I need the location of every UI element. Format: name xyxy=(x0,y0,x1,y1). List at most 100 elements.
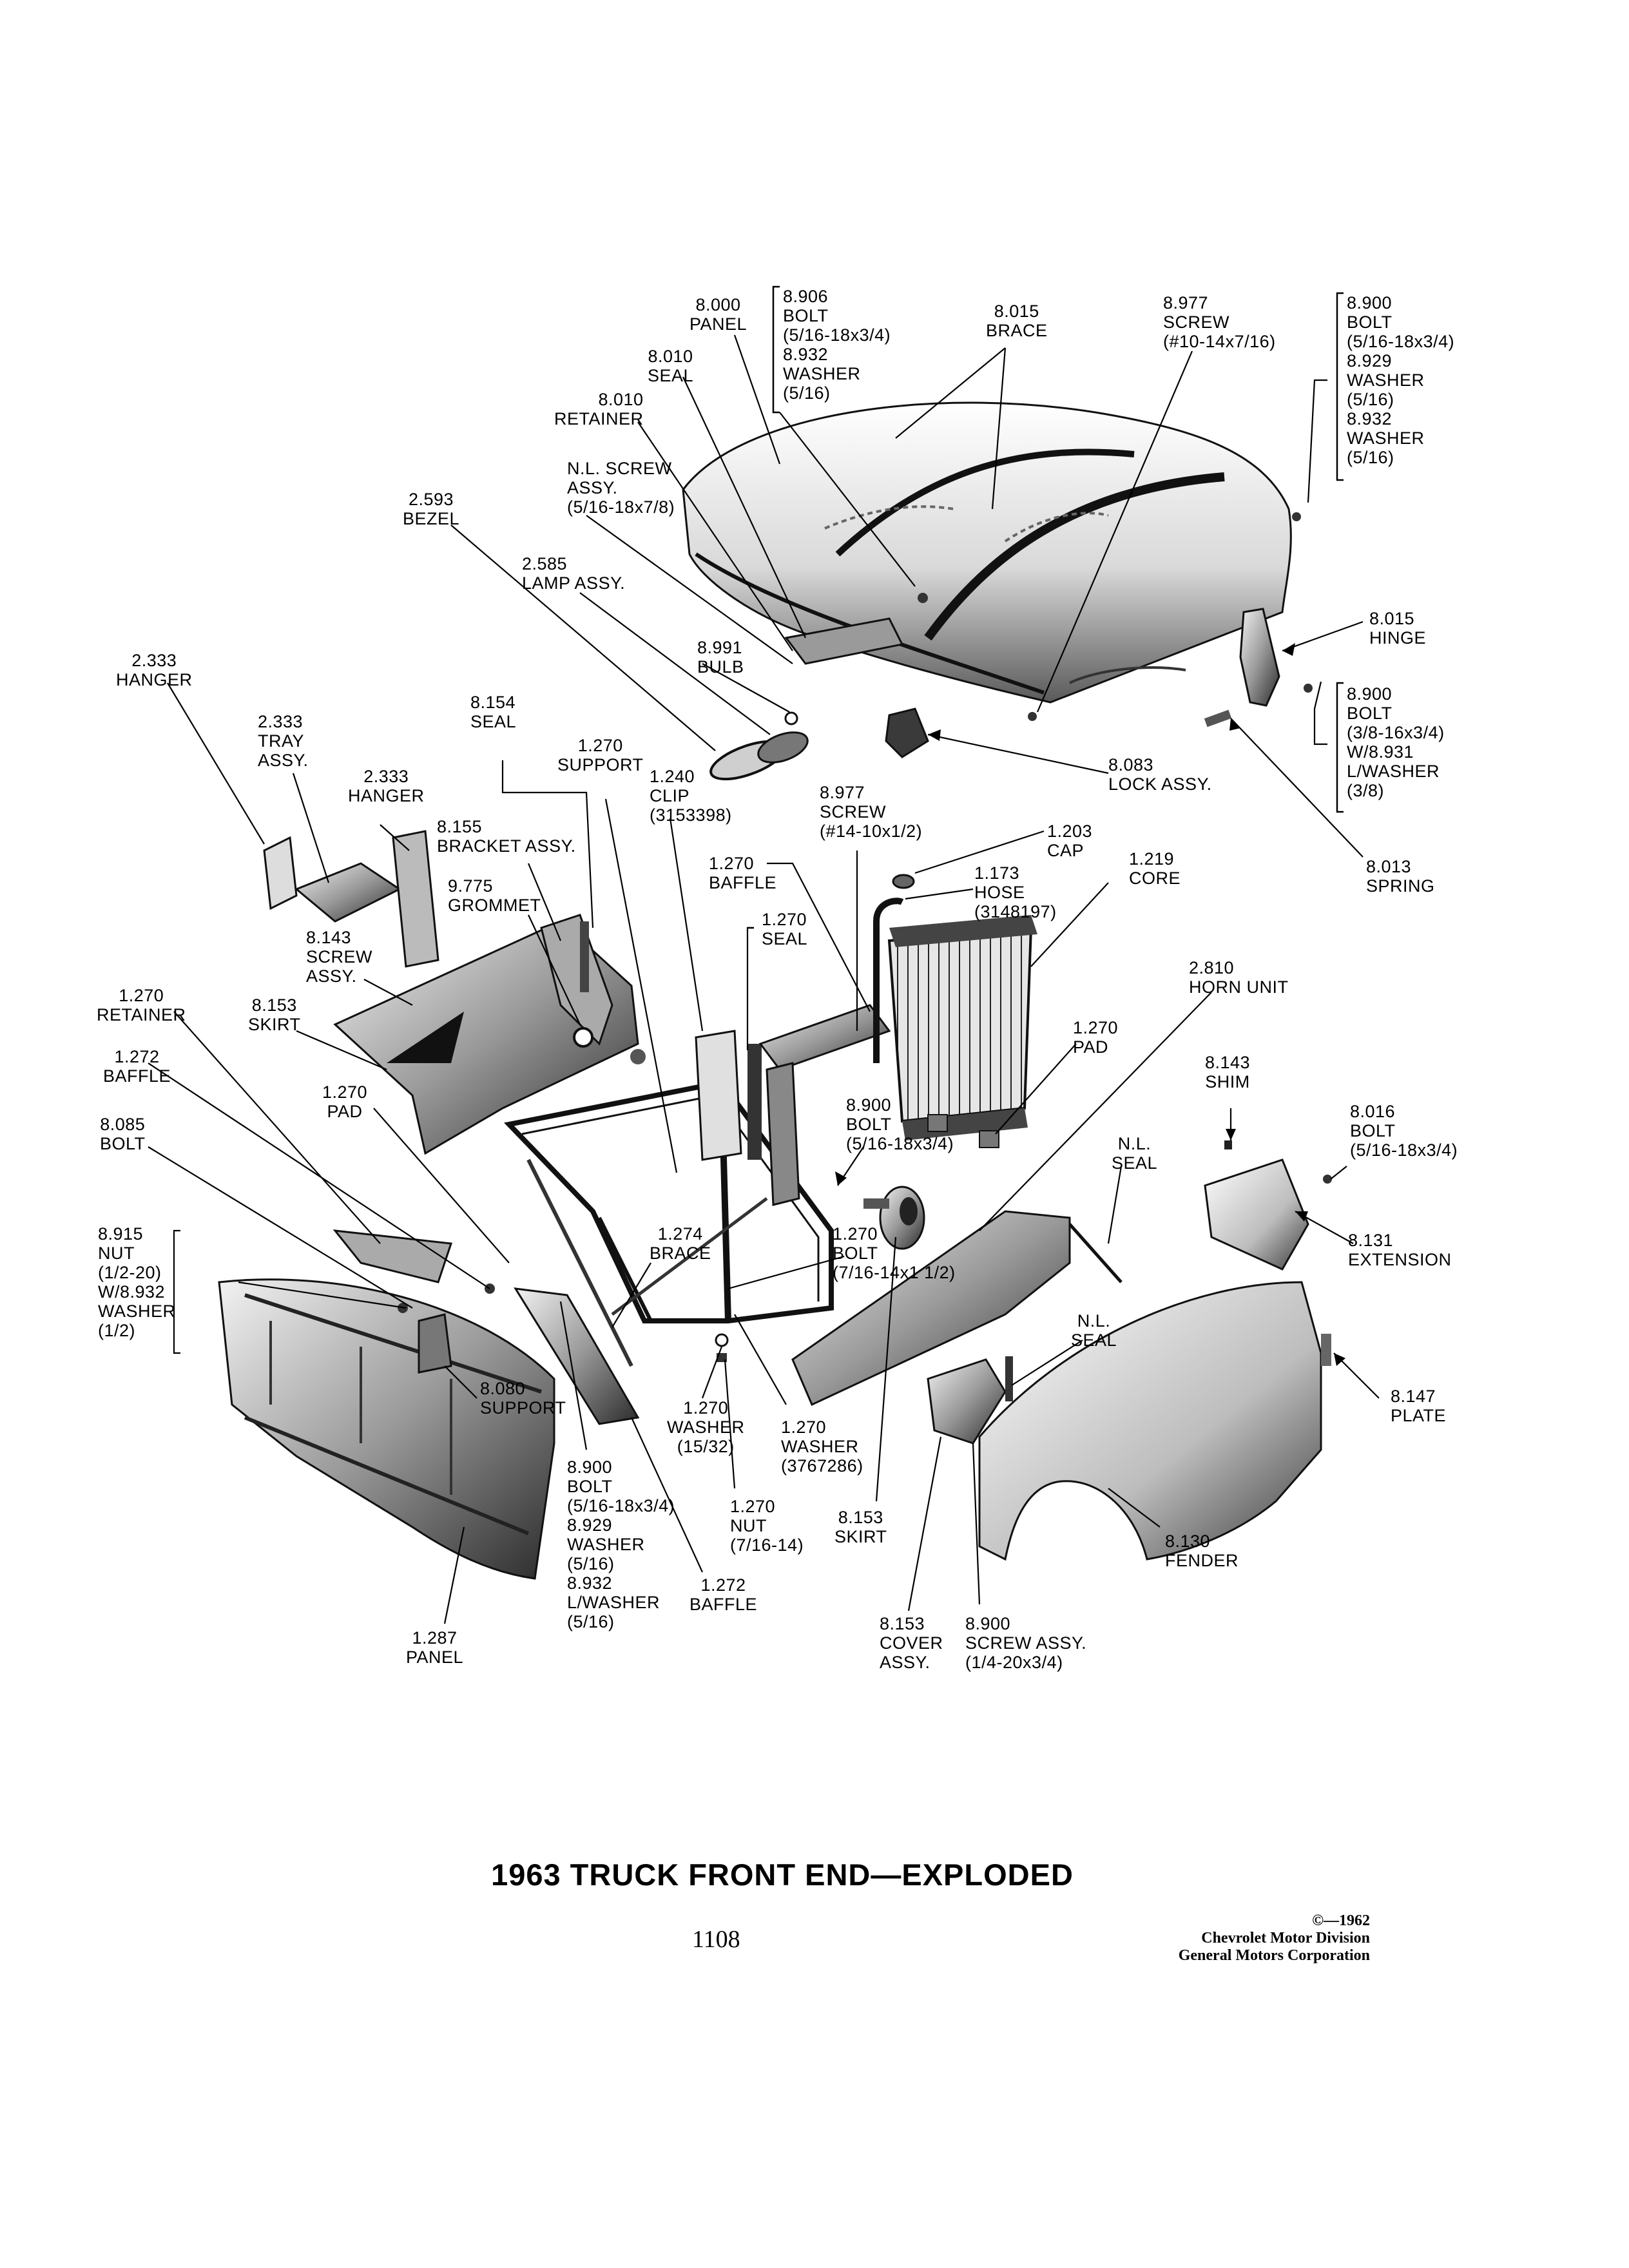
hood-spring xyxy=(1204,709,1232,727)
callout-8906-bolt: 8.906 BOLT (5/16-18x3/4) 8.932 WASHER (5… xyxy=(783,287,891,403)
leader-arrowheads xyxy=(835,643,1345,1366)
callout-2333-tray-assy: 2.333 TRAY ASSY. xyxy=(258,712,309,770)
callout-nl-seal-upper: N.L. SEAL xyxy=(1112,1134,1158,1173)
callout-1270-pad-left: 1.270 PAD xyxy=(322,1082,368,1121)
callout-8147-plate: 8.147 PLATE xyxy=(1391,1387,1447,1425)
right-skirt-seal xyxy=(1068,1223,1123,1283)
vertical-baffle xyxy=(766,1062,800,1206)
parking-lamp-assembly xyxy=(757,731,809,764)
baffle-seal xyxy=(747,1044,762,1160)
callout-8155-bracket-assy: 8.155 BRACKET ASSY. xyxy=(437,817,576,856)
fender-extension xyxy=(1204,1158,1309,1271)
callout-1270-retainer: 1.270 RETAINER xyxy=(97,986,186,1024)
callout-nl-seal-lower: N.L. SEAL xyxy=(1071,1311,1117,1350)
radiator-hose xyxy=(873,898,904,1063)
tray-hanger-right xyxy=(392,830,439,968)
callout-2333-hanger-left: 2.333 HANGER xyxy=(116,651,193,689)
callout-8085-bolt: 8.085 BOLT xyxy=(100,1115,146,1153)
callout-8083-lock-assy: 8.083 LOCK ASSY. xyxy=(1108,755,1212,794)
radiator-core xyxy=(887,915,1037,1140)
callout-1272-baffle-lower: 1.272 BAFFLE xyxy=(689,1575,758,1614)
leader-lines xyxy=(148,334,1380,1624)
callout-1270-support: 1.270 SUPPORT xyxy=(557,736,644,774)
callout-2585-lamp-assy: 2.585 LAMP ASSY. xyxy=(522,554,626,593)
copyright-line-2: Chevrolet Motor Division xyxy=(1201,1930,1370,1946)
support-brace xyxy=(526,1158,633,1367)
callout-8900-bolt-panel: 8.900 BOLT (5/16-18x3/4) 8.929 WASHER (5… xyxy=(567,1457,675,1631)
fender xyxy=(978,1281,1322,1561)
callout-2333-hanger-right: 2.333 HANGER xyxy=(348,767,425,805)
horn-unit xyxy=(863,1186,925,1250)
callout-8900-bolt-hinge: 8.900 BOLT (3/8-16x3/4) W/8.931 L/WASHER… xyxy=(1347,684,1445,800)
callout-8915-nut: 8.915 NUT (1/2-20) W/8.932 WASHER (1/2) xyxy=(98,1224,176,1340)
callout-8016-bolt: 8.016 BOLT (5/16-18x3/4) xyxy=(1350,1102,1458,1160)
extension-bolt xyxy=(1323,1175,1332,1184)
callout-nl-screw-assy: N.L. SCREW ASSY. (5/16-18x7/8) xyxy=(567,459,675,517)
callout-8153-skirt-left: 8.153 SKIRT xyxy=(248,995,301,1034)
front-panel-grille xyxy=(218,1278,555,1580)
callout-1173-hose: 1.173 HOSE (3148197) xyxy=(974,863,1057,921)
callout-8991-bulb: 8.991 BULB xyxy=(697,638,744,677)
callout-1270-washer-large: 1.270 WASHER (3767286) xyxy=(781,1418,863,1475)
grille-baffle-right xyxy=(514,1287,640,1425)
callout-1270-bolt: 1.270 BOLT (7/16-14x1 1/2) xyxy=(833,1224,956,1282)
callout-brackets xyxy=(747,285,1344,929)
hood-bumper xyxy=(1292,512,1301,521)
callout-1287-panel: 1.287 PANEL xyxy=(406,1628,464,1667)
callout-8900-bolt-horn: 8.900 BOLT (5/16-18x3/4) xyxy=(846,1095,954,1153)
callout-9775-grommet: 9.775 GROMMET xyxy=(448,876,541,915)
callout-1240-clip: 1.240 CLIP (3153398) xyxy=(650,767,732,825)
extension-shim xyxy=(1224,1140,1232,1149)
callout-1274-brace: 1.274 BRACE xyxy=(650,1224,711,1263)
page-number: 1108 xyxy=(692,1926,740,1953)
callout-2593-bezel: 2.593 BEZEL xyxy=(403,490,460,528)
skirt-opening xyxy=(387,1012,464,1063)
hood-panel xyxy=(682,401,1292,704)
callout-8153-skirt-right: 8.153 SKIRT xyxy=(834,1508,887,1546)
callout-1272-baffle: 1.272 BAFFLE xyxy=(103,1047,171,1086)
cover-assembly xyxy=(927,1358,1007,1445)
tray-hanger-left xyxy=(263,836,298,910)
support-brace-cross xyxy=(611,1197,768,1316)
panel-support xyxy=(418,1313,452,1374)
callout-8015-brace: 8.015 BRACE xyxy=(986,302,1048,340)
frame-washer xyxy=(715,1333,729,1347)
callout-8977-screw: 8.977 SCREW (#10-14x7/16) xyxy=(1163,293,1276,351)
callout-8010-retainer: 8.010 RETAINER xyxy=(554,390,644,428)
right-skirt xyxy=(791,1210,1071,1407)
callout-8143-screw-assy: 8.143 SCREW ASSY. xyxy=(306,928,372,986)
left-bracket-assembly xyxy=(540,914,613,1046)
callout-1270-pad-right: 1.270 PAD xyxy=(1073,1018,1119,1057)
callout-8130-fender: 8.130 FENDER xyxy=(1165,1532,1239,1570)
support-clip xyxy=(630,1049,646,1064)
callout-8977-screw-small: 8.977 SCREW (#14-10x1/2) xyxy=(820,783,923,841)
callout-1270-nut: 1.270 NUT (7/16-14) xyxy=(730,1497,804,1555)
cover-seal xyxy=(1005,1356,1013,1401)
callout-8015-hinge: 8.015 HINGE xyxy=(1369,609,1427,648)
callout-8000-panel: 8.000 PANEL xyxy=(689,295,747,334)
radiator-pad-left xyxy=(927,1114,948,1132)
callout-1270-baffle: 1.270 BAFFLE xyxy=(709,854,777,892)
callout-8010-seal: 8.010 SEAL xyxy=(648,347,694,385)
side-baffle xyxy=(758,1004,891,1071)
callout-8080-support: 8.080 SUPPORT xyxy=(480,1379,566,1418)
callout-1270-washer-small: 1.270 WASHER (15/32) xyxy=(667,1398,745,1456)
callout-8143-shim: 8.143 SHIM xyxy=(1205,1053,1251,1091)
hood-screw xyxy=(1028,712,1037,721)
grille-baffle-top xyxy=(333,1229,453,1283)
callout-8154-seal: 8.154 SEAL xyxy=(470,693,517,731)
callout-8153-cover-assy: 8.153 COVER ASSY. xyxy=(880,1614,943,1672)
grommet xyxy=(573,1027,593,1048)
center-baffle xyxy=(695,1030,742,1161)
lamp-bulb xyxy=(784,711,798,726)
hinge-bolt xyxy=(1304,684,1313,693)
skirt-seal xyxy=(580,921,589,992)
battery-tray xyxy=(294,862,401,923)
hood-retainer-bracket xyxy=(784,617,904,665)
copyright-notice: ©—1962 Chevrolet Motor Division General … xyxy=(1179,1912,1370,1965)
copyright-line-3: General Motors Corporation xyxy=(1178,1947,1370,1964)
callout-1203-cap: 1.203 CAP xyxy=(1047,822,1093,860)
callout-8900-screw-assy: 8.900 SCREW ASSY. (1/4-20x3/4) xyxy=(965,1614,1087,1672)
